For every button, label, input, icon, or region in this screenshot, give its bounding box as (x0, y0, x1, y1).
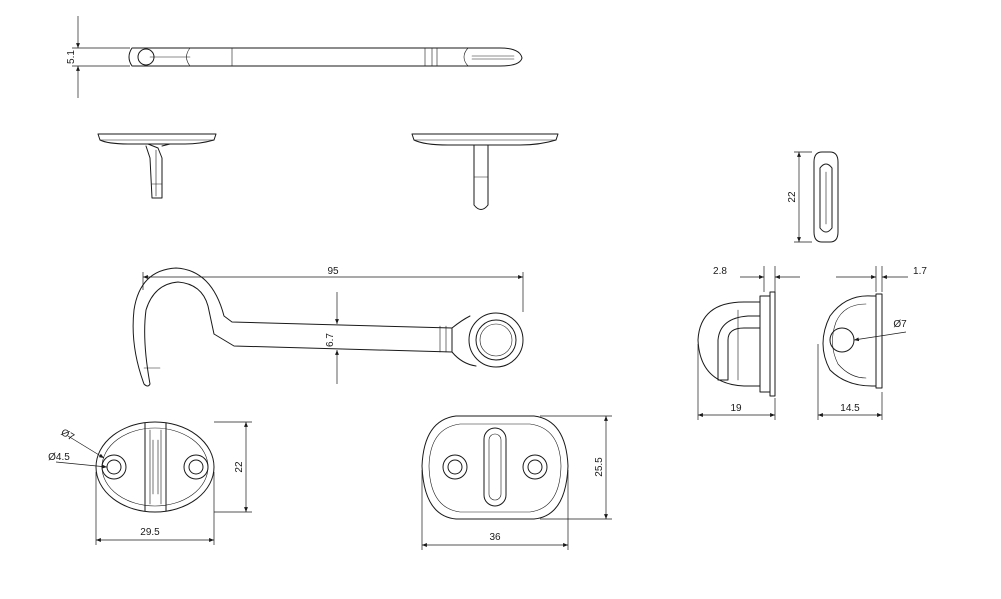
dim-large-plate-width: 36 (489, 532, 501, 543)
dim-large-plate-height: 25.5 (594, 457, 605, 477)
eye-plate-side-view (411, 133, 559, 210)
dim-side-height: 22 (787, 191, 798, 203)
dim-eye-hole: Ø7 (893, 319, 907, 330)
dim-eye-thickness: 1.7 (913, 266, 927, 277)
small-plate-top-view: Ø7 Ø4.5 22 29.5 (48, 421, 252, 545)
dim-eye-depth: 2.8 (713, 266, 727, 277)
hook-plate-side-view (97, 133, 217, 199)
dim-plate-hole-inner: Ø4.5 (48, 452, 70, 463)
hook-top-view: 5.1 (66, 16, 523, 98)
dim-plate-width: 29.5 (140, 527, 160, 538)
dim-plate-height: 22 (234, 461, 245, 473)
dim-hook-thickness: 6.7 (325, 333, 336, 347)
dim-hook-length: 95 (327, 266, 339, 277)
eye-end-view: 22 (787, 151, 839, 243)
eye-front-view: 1.7 Ø7 14.5 (817, 266, 927, 420)
hook-front-view: 95 6.7 (132, 266, 524, 387)
eye-side-view: 2.8 19 (697, 266, 800, 420)
dim-eye-projection: 19 (730, 403, 742, 414)
dim-eye-width: 14.5 (840, 403, 860, 414)
large-plate-top-view: 25.5 36 (421, 415, 612, 550)
dim-top-thickness: 5.1 (66, 50, 77, 64)
dim-plate-hole-outer: Ø7 (59, 427, 76, 443)
